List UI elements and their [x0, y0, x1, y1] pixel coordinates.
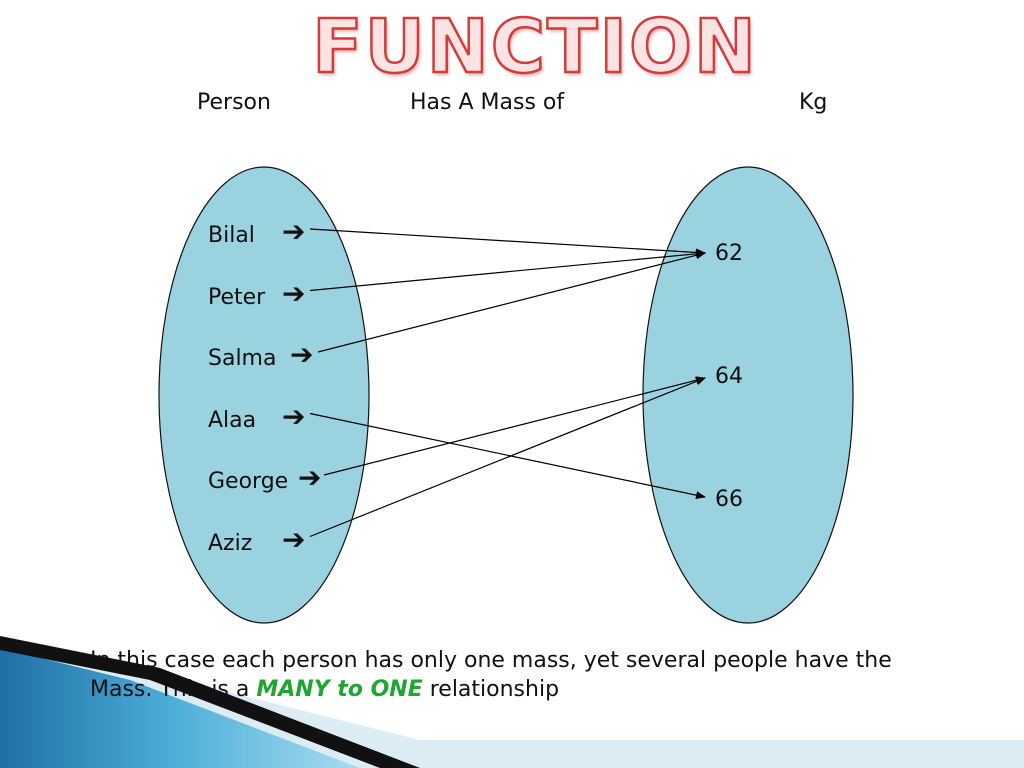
- arrow-right-icon: ➔: [298, 461, 322, 494]
- arrow-right-icon: ➔: [282, 399, 306, 433]
- caption-line-2-end: relationship: [422, 677, 560, 702]
- domain-element-peter: Peter: [208, 284, 266, 310]
- arrow-right-icon: ➔: [282, 522, 306, 556]
- mapping-arrow-george-64: [323, 376, 706, 476]
- codomain-element-62: 62: [715, 241, 743, 266]
- codomain-element-64: 64: [715, 364, 743, 389]
- domain-element-salma: Salma: [208, 346, 277, 371]
- slide-title: FUNCTION: [311, 4, 758, 90]
- caption-line-2: Mass. This is a MANY to ONE relationship: [90, 675, 1024, 704]
- caption-highlight: MANY to ONE: [256, 677, 423, 702]
- mapping-arrow-alaa-66: [309, 412, 706, 500]
- domain-element-alaa: Alaa: [208, 407, 257, 433]
- header-unit: Kg: [799, 90, 828, 115]
- arrow-right-icon: ➔: [282, 276, 306, 310]
- domain-element-george: George: [208, 469, 289, 494]
- mapping-arrow-aziz-64: [309, 377, 706, 538]
- header-relation: Has A Mass of: [410, 90, 565, 115]
- codomain-element-66: 66: [715, 487, 743, 512]
- codomain-set-ellipse: [642, 166, 854, 624]
- arrow-right-icon: ➔: [282, 215, 306, 248]
- mapping-arrow-peter-62: [309, 249, 706, 292]
- domain-set-ellipse: [158, 166, 370, 624]
- arrow-right-icon: ➔: [290, 338, 314, 371]
- domain-element-aziz: Aziz: [208, 530, 253, 556]
- caption: In this case each person has only one ma…: [90, 646, 1024, 704]
- caption-line-2-start: Mass. This is a: [90, 677, 257, 702]
- mapping-arrow-salma-62: [317, 251, 706, 353]
- caption-line-1: In this case each person has only one ma…: [90, 648, 892, 673]
- header-person: Person: [197, 90, 271, 115]
- domain-element-bilal: Bilal: [208, 223, 255, 248]
- corner-decoration: [0, 636, 1024, 768]
- mapping-arrow-bilal-62: [309, 228, 706, 257]
